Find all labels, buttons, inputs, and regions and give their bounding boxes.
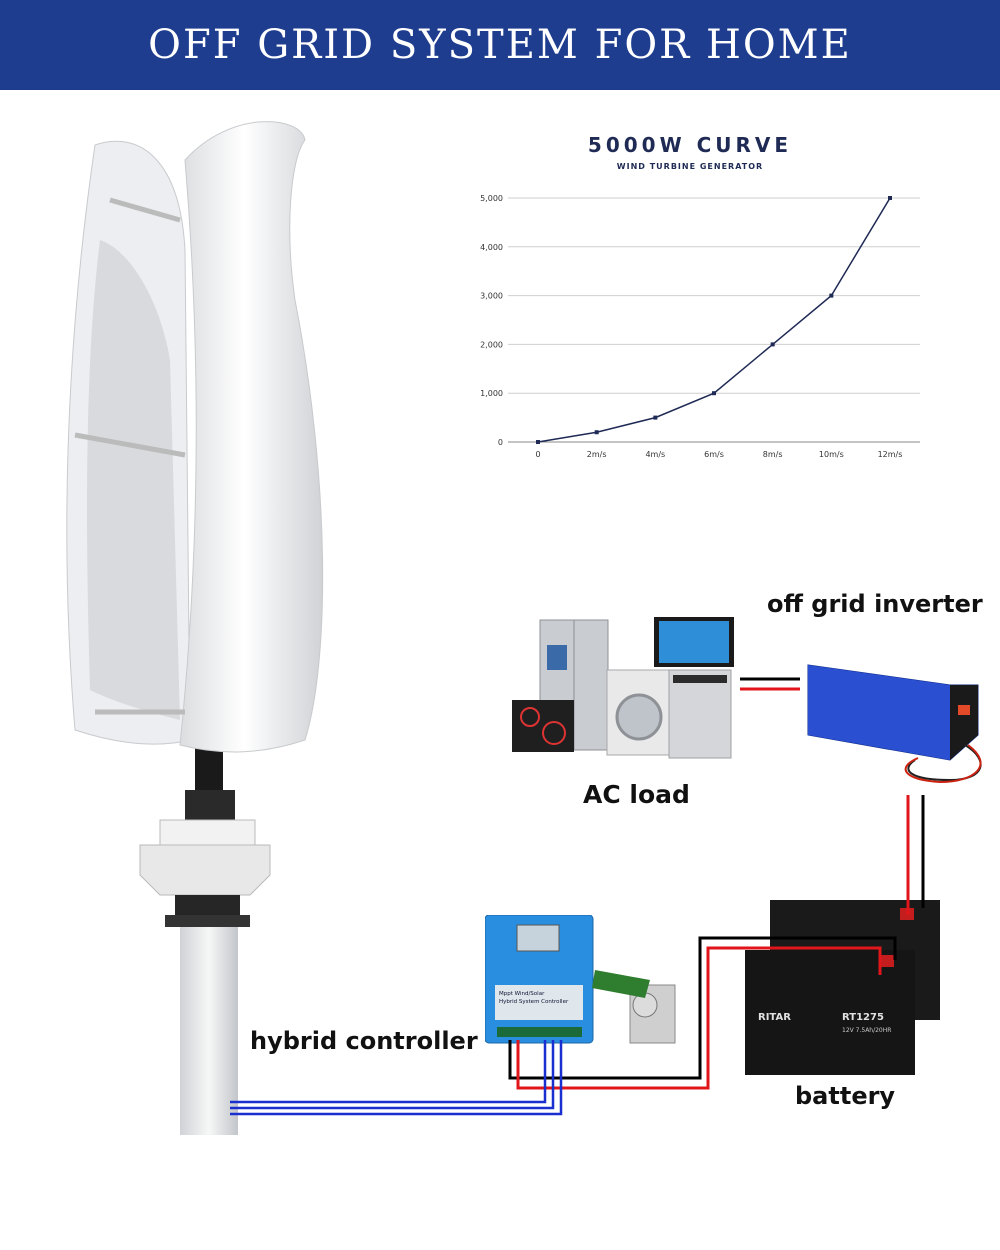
dishwasher-icon (668, 669, 732, 759)
dump-load-resistor (592, 970, 676, 1044)
power-curve-chart: 5000W CURVE WIND TURBINE GENERATOR 0 1,00… (470, 125, 970, 475)
data-point (712, 391, 716, 396)
x-tick-label: 10m/s (819, 450, 844, 459)
cooktop-icon (512, 700, 574, 752)
turbine-blade-front (179, 121, 324, 753)
y-tick-label: 2,000 (480, 340, 503, 349)
y-tick-label: 5,000 (480, 194, 503, 203)
x-tick-label: 12m/s (878, 450, 903, 459)
page-title: OFF GRID SYSTEM FOR HOME (148, 22, 852, 68)
wind-turbine-illustration (66, 121, 324, 1135)
x-tick-label: 4m/s (645, 450, 665, 459)
y-tick-label: 0 (498, 438, 503, 447)
ac-load-appliances (512, 617, 734, 759)
y-tick-label: 4,000 (480, 243, 503, 252)
x-tick-label: 6m/s (704, 450, 724, 459)
turbine-generator (139, 844, 271, 896)
data-point (536, 440, 540, 444)
battery-brand: RITAR (758, 1012, 791, 1023)
turbine-pole (180, 920, 238, 1135)
battery-label: battery (795, 1082, 896, 1110)
inverter-label: off grid inverter (767, 590, 983, 618)
chart-title: 5000W CURVE (587, 133, 793, 157)
x-tick-label: 0 (535, 450, 540, 459)
ac-load-label: AC load (583, 780, 690, 809)
chart-plot-area: 0 1,000 2,000 3,000 4,000 5,000 0 2m/s 4m/s 6m/s 8… (480, 194, 920, 459)
hybrid-controller: Mppt Wind/Solar Hybrid System Controller (485, 915, 594, 1044)
off-grid-inverter (807, 664, 982, 784)
battery-rating: 12V 7.5Ah/20HR (842, 1027, 891, 1034)
x-tick-label: 8m/s (763, 450, 783, 459)
controller-line2: Hybrid System Controller (499, 999, 569, 1005)
battery-pack: RITAR RT1275 12V 7.5Ah/20HR (745, 900, 940, 1075)
chart-subtitle: WIND TURBINE GENERATOR (616, 162, 764, 171)
data-point (888, 196, 892, 200)
header-banner: OFF GRID SYSTEM FOR HOME (0, 0, 1000, 90)
y-tick-label: 1,000 (480, 389, 503, 398)
data-point (653, 415, 658, 420)
series-line (537, 197, 891, 443)
controller-line1: Mppt Wind/Solar (499, 991, 545, 997)
data-point (829, 293, 834, 298)
data-point (594, 430, 599, 435)
battery-model: RT1275 (842, 1012, 884, 1023)
y-tick-label: 3,000 (480, 292, 503, 301)
x-tick-label: 2m/s (587, 450, 607, 459)
data-point (770, 342, 775, 347)
controller-label: hybrid controller (250, 1027, 478, 1055)
